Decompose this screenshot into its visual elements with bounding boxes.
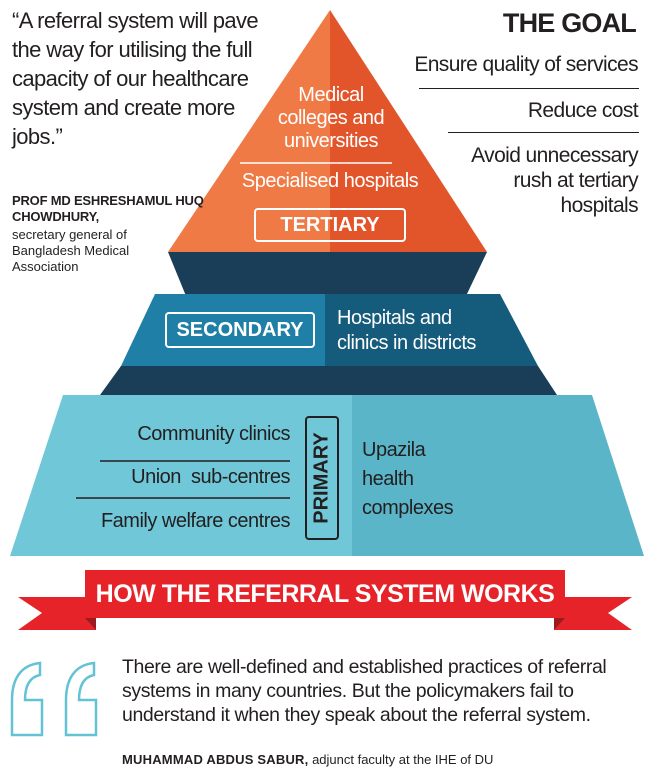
primary-band-left <box>10 395 352 556</box>
tertiary-item: Specialised hospitals <box>241 170 419 192</box>
banner-tail-right <box>554 597 632 630</box>
bottom-attribution: MUHAMMAD ABDUS SABUR, adjunct faculty at… <box>122 752 642 767</box>
banner-tail-left <box>18 597 96 630</box>
secondary-label: SECONDARY <box>165 312 315 348</box>
tertiary-item: Medical colleges and universities <box>277 84 385 152</box>
tertiary-label: TERTIARY <box>254 208 406 242</box>
goal-item: Avoid unnecessary rush at tertiary hospi… <box>471 144 638 217</box>
quote-marks-icon <box>10 661 98 737</box>
goal-item: Ensure quality of services <box>414 53 638 76</box>
primary-left-item: Family welfare centres <box>100 510 291 532</box>
goal-item: Reduce cost <box>527 99 639 122</box>
quote-author-name: PROF MD ESHRESHAMUL HUQ CHOWDHURY, <box>12 193 204 224</box>
goal-divider <box>448 132 639 133</box>
quote-text: “A referral system will pave the way for… <box>12 8 259 149</box>
banner-title: HOW THE REFERRAL SYSTEM WORKS <box>95 579 555 608</box>
primary-left-item: Union sub-centres <box>131 466 290 488</box>
secondary-item: Hospitals and clinics in districts <box>337 307 476 354</box>
banner-fold-right <box>554 618 565 630</box>
banner-main <box>85 570 565 618</box>
banner-fold-left <box>85 618 96 630</box>
primary-band-right <box>352 395 644 556</box>
primary-label: PRIMARY <box>310 432 333 524</box>
goal-title: THE GOAL <box>502 8 637 38</box>
secondary-band-right <box>325 294 538 366</box>
secondary-connector <box>100 366 557 395</box>
tertiary-triangle-left <box>168 10 330 252</box>
tertiary-connector <box>168 252 487 296</box>
bottom-author-role: adjunct faculty at the IHE of DU <box>312 752 494 767</box>
goal-divider <box>419 88 639 89</box>
primary-left-item: Community clinics <box>137 423 290 445</box>
primary-label-box: PRIMARY <box>305 416 339 540</box>
bottom-author-name: MUHAMMAD ABDUS SABUR, <box>122 752 309 767</box>
quote-author-role: secretary general of Bangladesh Medical … <box>12 227 130 274</box>
tertiary-triangle-right <box>330 10 487 252</box>
bottom-quote-text: There are well-defined and established p… <box>122 656 607 726</box>
primary-right-item: Upazila health complexes <box>362 439 454 519</box>
